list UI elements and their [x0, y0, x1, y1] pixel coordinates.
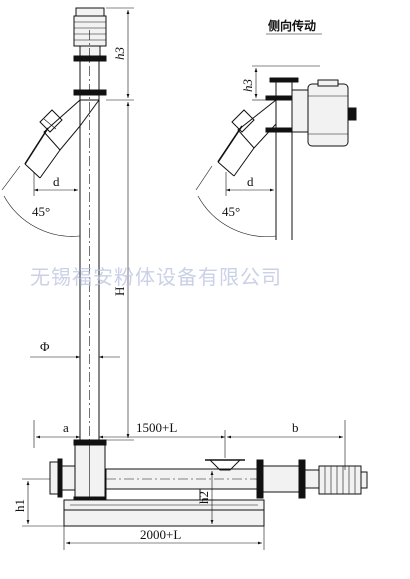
side-h3-label: h3 [240, 79, 255, 93]
b-label: b [292, 420, 299, 435]
top-length-dimensions: a 1500+L b [33, 420, 346, 470]
main-view: h3 H d 45° Φ [1, 7, 368, 550]
angle-dimension: 45° [1, 165, 81, 237]
h3-dimension: h3 [106, 7, 134, 101]
horizontal-section [49, 439, 368, 527]
phi-label: Φ [40, 339, 50, 354]
phi-dimension: Φ [30, 339, 120, 359]
H-label: H [112, 287, 127, 296]
angle-label: 45° [32, 204, 50, 219]
top-motor [73, 7, 107, 62]
bottom-length-dimension: 2000+L [63, 526, 265, 550]
a-label: a [63, 420, 69, 435]
side-drive-view: 侧向传动 h3 [195, 18, 357, 240]
side-motor [291, 79, 357, 147]
side-angle-dimension: 45° [195, 165, 277, 237]
length-bottom-label: 2000+L [140, 527, 181, 542]
side-angle-label: 45° [222, 204, 240, 219]
h1-label: h1 [12, 499, 27, 512]
d-label: d [53, 174, 60, 189]
side-inlet-hopper [217, 99, 277, 177]
side-d-label: d [247, 174, 254, 189]
side-drive-title: 侧向传动 [268, 18, 316, 33]
d-dimension: d [33, 172, 78, 196]
height-dimensions: h1 h2 [12, 471, 214, 527]
vertical-tube [73, 30, 107, 470]
side-h3-dimension: h3 [240, 65, 320, 101]
inlet-hopper [24, 99, 100, 179]
side-d-dimension: d [225, 172, 274, 196]
watermark-text: 无锡福安粉体设备有限公司 [30, 265, 282, 289]
h3-label: h3 [112, 47, 127, 61]
length-top-label: 1500+L [136, 420, 177, 435]
h2-label: h2 [196, 491, 211, 504]
